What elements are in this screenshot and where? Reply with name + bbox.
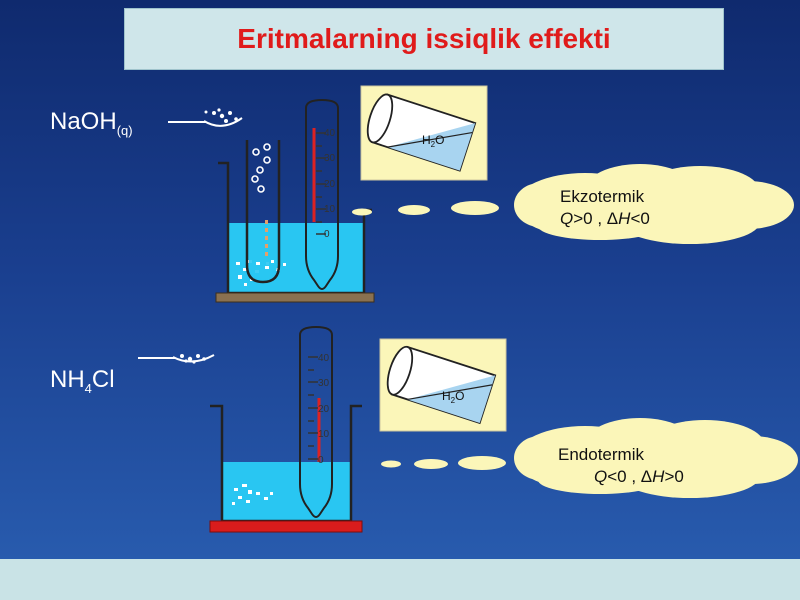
water-glass-bottom: H2O	[379, 338, 507, 432]
h2o-bottom-sub: 2	[451, 396, 456, 405]
scale-top-0: 0	[324, 229, 330, 240]
nh4cl-rest: Cl	[91, 366, 115, 393]
scale-bottom-30: 30	[318, 378, 330, 389]
naoh-main: NaOH	[50, 108, 117, 135]
svg-text:H2O: H2O	[422, 133, 444, 149]
spoon-bottom-icon	[138, 354, 215, 364]
nh4cl-sub: 4	[84, 380, 92, 396]
title-box: Eritmalarning issiqlik effekti	[124, 8, 724, 70]
h2o-top-sub: 2	[431, 140, 436, 149]
nh4cl-label: NH4Cl	[50, 366, 115, 396]
effect-top: Ekzotermik Q>0 , ΔH<0	[560, 186, 650, 230]
scale-bottom-0: 0	[318, 455, 324, 466]
water-glass-top: H2O	[360, 85, 488, 181]
beaker-bottom	[209, 404, 363, 533]
scale-top-10: 10	[324, 204, 336, 215]
nh4cl-main: NH	[50, 366, 85, 393]
scale-bottom-20: 20	[318, 404, 330, 415]
naoh-sub: (q)	[116, 122, 133, 138]
base-plate-top	[215, 292, 375, 303]
thermometer-bottom: 40 30 20 10 0	[299, 325, 333, 518]
h2o-top-o: O	[435, 133, 444, 147]
effect-bottom-signs: Q<0 , ΔH>0	[594, 467, 684, 486]
h2o-bottom-o: O	[455, 389, 464, 403]
effect-top-signs: Q>0 , ΔH<0	[560, 209, 650, 228]
base-plate-bottom	[209, 520, 363, 533]
cloud-top	[514, 164, 794, 244]
effect-bottom-name: Endotermik	[558, 445, 644, 464]
test-tube-top	[245, 140, 281, 284]
effect-top-name: Ekzotermik	[560, 187, 645, 206]
scale-bottom-10: 10	[318, 429, 330, 440]
h2o-top-h: H	[422, 133, 431, 147]
svg-text:H2O: H2O	[442, 389, 464, 405]
thermometer-top: 40 30 20 10 0	[305, 98, 339, 290]
scale-top-30: 30	[324, 153, 336, 164]
thought-bubbles-bottom	[381, 456, 506, 470]
footer-band	[0, 559, 800, 600]
naoh-label: NaOH(q)	[50, 108, 133, 138]
scale-top-40: 40	[324, 128, 336, 139]
thought-bubbles-top	[352, 201, 499, 216]
beaker-top	[215, 161, 375, 303]
effect-bottom: Endotermik Q<0 , ΔH>0	[558, 444, 684, 488]
scale-bottom-40: 40	[318, 353, 330, 364]
spoon-top-icon	[168, 108, 243, 127]
page-title: Eritmalarning issiqlik effekti	[237, 23, 611, 54]
h2o-bottom-h: H	[442, 389, 451, 403]
cloud-bottom	[514, 418, 798, 498]
scale-top-20: 20	[324, 179, 336, 190]
